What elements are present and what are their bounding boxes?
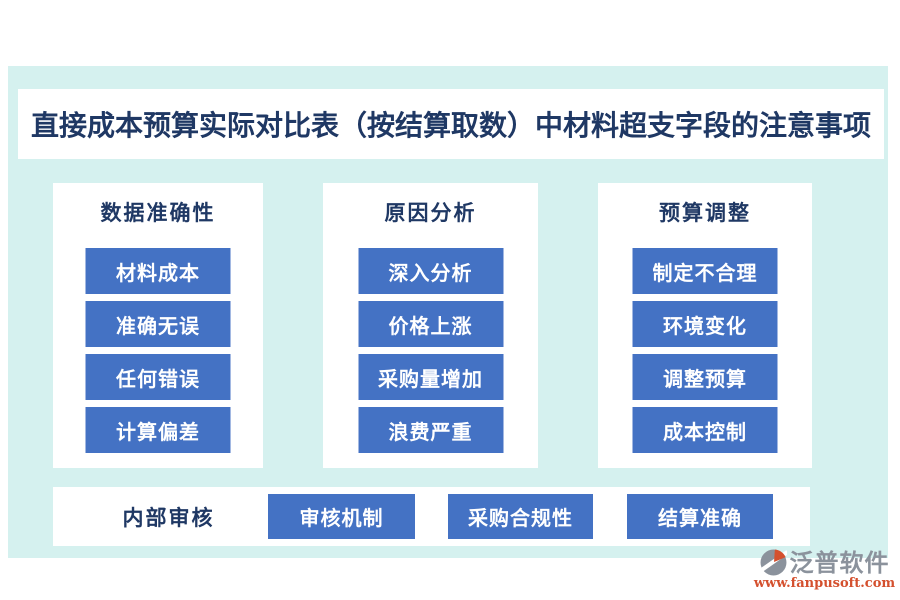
item-any-error[interactable]: 任何错误 [85, 354, 231, 400]
item-cost-control[interactable]: 成本控制 [632, 407, 778, 453]
item-adjust-budget[interactable]: 调整预算 [632, 354, 778, 400]
column-budget-adjustment: 预算调整 制定不合理 环境变化 调整预算 成本控制 [598, 183, 812, 468]
item-settlement-accurate[interactable]: 结算准确 [627, 494, 773, 539]
title-bar: 直接成本预算实际对比表（按结算取数）中材料超支字段的注意事项 [18, 89, 884, 159]
column-header: 预算调整 [659, 200, 751, 225]
column-data-accuracy: 数据准确性 材料成本 准确无误 任何错误 计算偏差 [53, 183, 263, 468]
item-waste-severe[interactable]: 浪费严重 [358, 407, 503, 453]
item-accurate[interactable]: 准确无误 [85, 301, 231, 347]
item-unreasonable[interactable]: 制定不合理 [632, 248, 778, 294]
column-header: 数据准确性 [100, 200, 216, 225]
item-env-change[interactable]: 环境变化 [632, 301, 778, 347]
brand-name: 泛普软件 [789, 548, 890, 577]
item-calc-deviation[interactable]: 计算偏差 [85, 407, 231, 453]
page-title: 直接成本预算实际对比表（按结算取数）中材料超支字段的注意事项 [30, 109, 871, 142]
item-material-cost[interactable]: 材料成本 [85, 248, 231, 294]
column-header: 原因分析 [384, 200, 477, 225]
column-cause-analysis: 原因分析 深入分析 价格上涨 采购量增加 浪费严重 [323, 183, 538, 468]
brand-url: www.fanpusoft.com [753, 576, 896, 591]
item-audit-mechanism[interactable]: 审核机制 [268, 494, 415, 539]
item-deep-analysis[interactable]: 深入分析 [358, 248, 503, 294]
watermark-bottom: 泛普软件 www.fanpusoft.com [752, 549, 897, 590]
bottom-row-internal-audit: 内部审核 审核机制 采购合规性 结算准确 [53, 487, 810, 546]
item-price-rise[interactable]: 价格上涨 [358, 301, 503, 347]
fanpu-logo-icon [759, 549, 787, 576]
bottom-row-label: 内部审核 [122, 504, 215, 530]
item-purchase-increase[interactable]: 采购量增加 [358, 354, 503, 400]
item-procurement-compliance[interactable]: 采购合规性 [448, 494, 593, 539]
